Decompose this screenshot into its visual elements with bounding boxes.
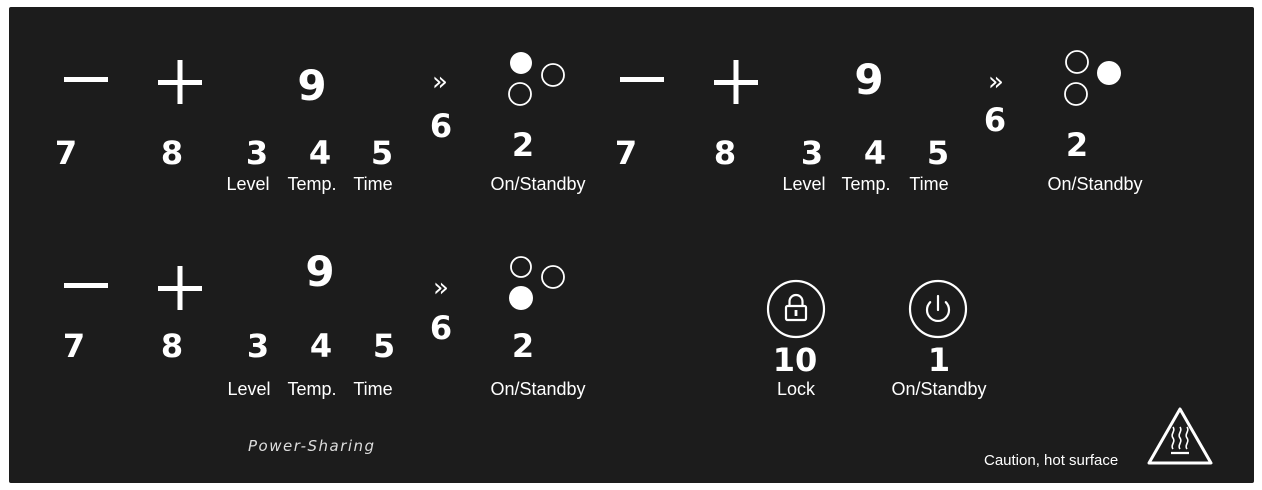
power-label: On/Standby: [891, 379, 987, 399]
zone-selector-icon[interactable]: [506, 256, 576, 322]
minus-icon[interactable]: [64, 77, 108, 83]
boost-button[interactable]: »: [433, 273, 449, 303]
boost-button[interactable]: »: [432, 67, 448, 97]
minus-icon[interactable]: [64, 283, 108, 289]
time-callout-number: 5: [370, 134, 394, 172]
zone-selector-icon[interactable]: [506, 50, 576, 116]
plus-icon[interactable]: [158, 60, 202, 104]
temp-button[interactable]: Temp.: [287, 174, 337, 194]
lock-callout-number: 10: [772, 341, 818, 379]
time-button[interactable]: Time: [353, 174, 393, 194]
power-level-display: 9: [305, 247, 335, 296]
plus-callout-number: 8: [160, 327, 184, 365]
time-button[interactable]: Time: [353, 379, 393, 399]
temp-callout-number: 4: [308, 134, 332, 172]
power-sharing-label: Power-Sharing: [248, 437, 376, 455]
zone-selector-icon[interactable]: [1062, 50, 1132, 116]
level-button[interactable]: Level: [227, 379, 271, 399]
zone-select-callout-number: 2: [511, 327, 535, 365]
temp-callout-number: 4: [863, 134, 887, 172]
lock-icon[interactable]: [766, 279, 826, 339]
caution-label: Caution, hot surface: [984, 452, 1119, 469]
minus-callout-number: 7: [614, 134, 638, 172]
minus-callout-number: 7: [62, 327, 86, 365]
power-level-display: 9: [854, 55, 884, 104]
temp-button[interactable]: Temp.: [841, 174, 891, 194]
plus-callout-number: 8: [160, 134, 184, 172]
minus-callout-number: 7: [54, 134, 78, 172]
minus-icon[interactable]: [620, 77, 664, 83]
boost-callout-number: 6: [429, 107, 453, 145]
temp-button[interactable]: Temp.: [287, 379, 337, 399]
zone-select-callout-number: 2: [1065, 126, 1089, 164]
zone-on-standby-label: On/Standby: [490, 174, 586, 194]
time-callout-number: 5: [926, 134, 950, 172]
level-callout-number: 3: [245, 134, 269, 172]
power-callout-number: 1: [927, 341, 951, 379]
boost-button[interactable]: »: [988, 67, 1004, 97]
control-panel: 9 7 8 3 4 5 Level Temp. Time » 6 2 On/St…: [9, 7, 1254, 483]
boost-callout-number: 6: [429, 309, 453, 347]
temp-callout-number: 4: [309, 327, 333, 365]
time-callout-number: 5: [372, 327, 396, 365]
zone-select-callout-number: 2: [511, 126, 535, 164]
level-callout-number: 3: [246, 327, 270, 365]
plus-icon[interactable]: [714, 60, 758, 104]
level-button[interactable]: Level: [782, 174, 826, 194]
boost-callout-number: 6: [983, 101, 1007, 139]
level-button[interactable]: Level: [226, 174, 270, 194]
hot-surface-warning-icon: [1147, 407, 1213, 465]
lock-label: Lock: [776, 379, 816, 399]
zone-on-standby-label: On/Standby: [490, 379, 586, 399]
plus-icon[interactable]: [158, 266, 202, 310]
zone-on-standby-label: On/Standby: [1047, 174, 1143, 194]
level-callout-number: 3: [800, 134, 824, 172]
power-level-display: 9: [297, 61, 327, 110]
power-icon[interactable]: [908, 279, 968, 339]
time-button[interactable]: Time: [909, 174, 949, 194]
plus-callout-number: 8: [713, 134, 737, 172]
